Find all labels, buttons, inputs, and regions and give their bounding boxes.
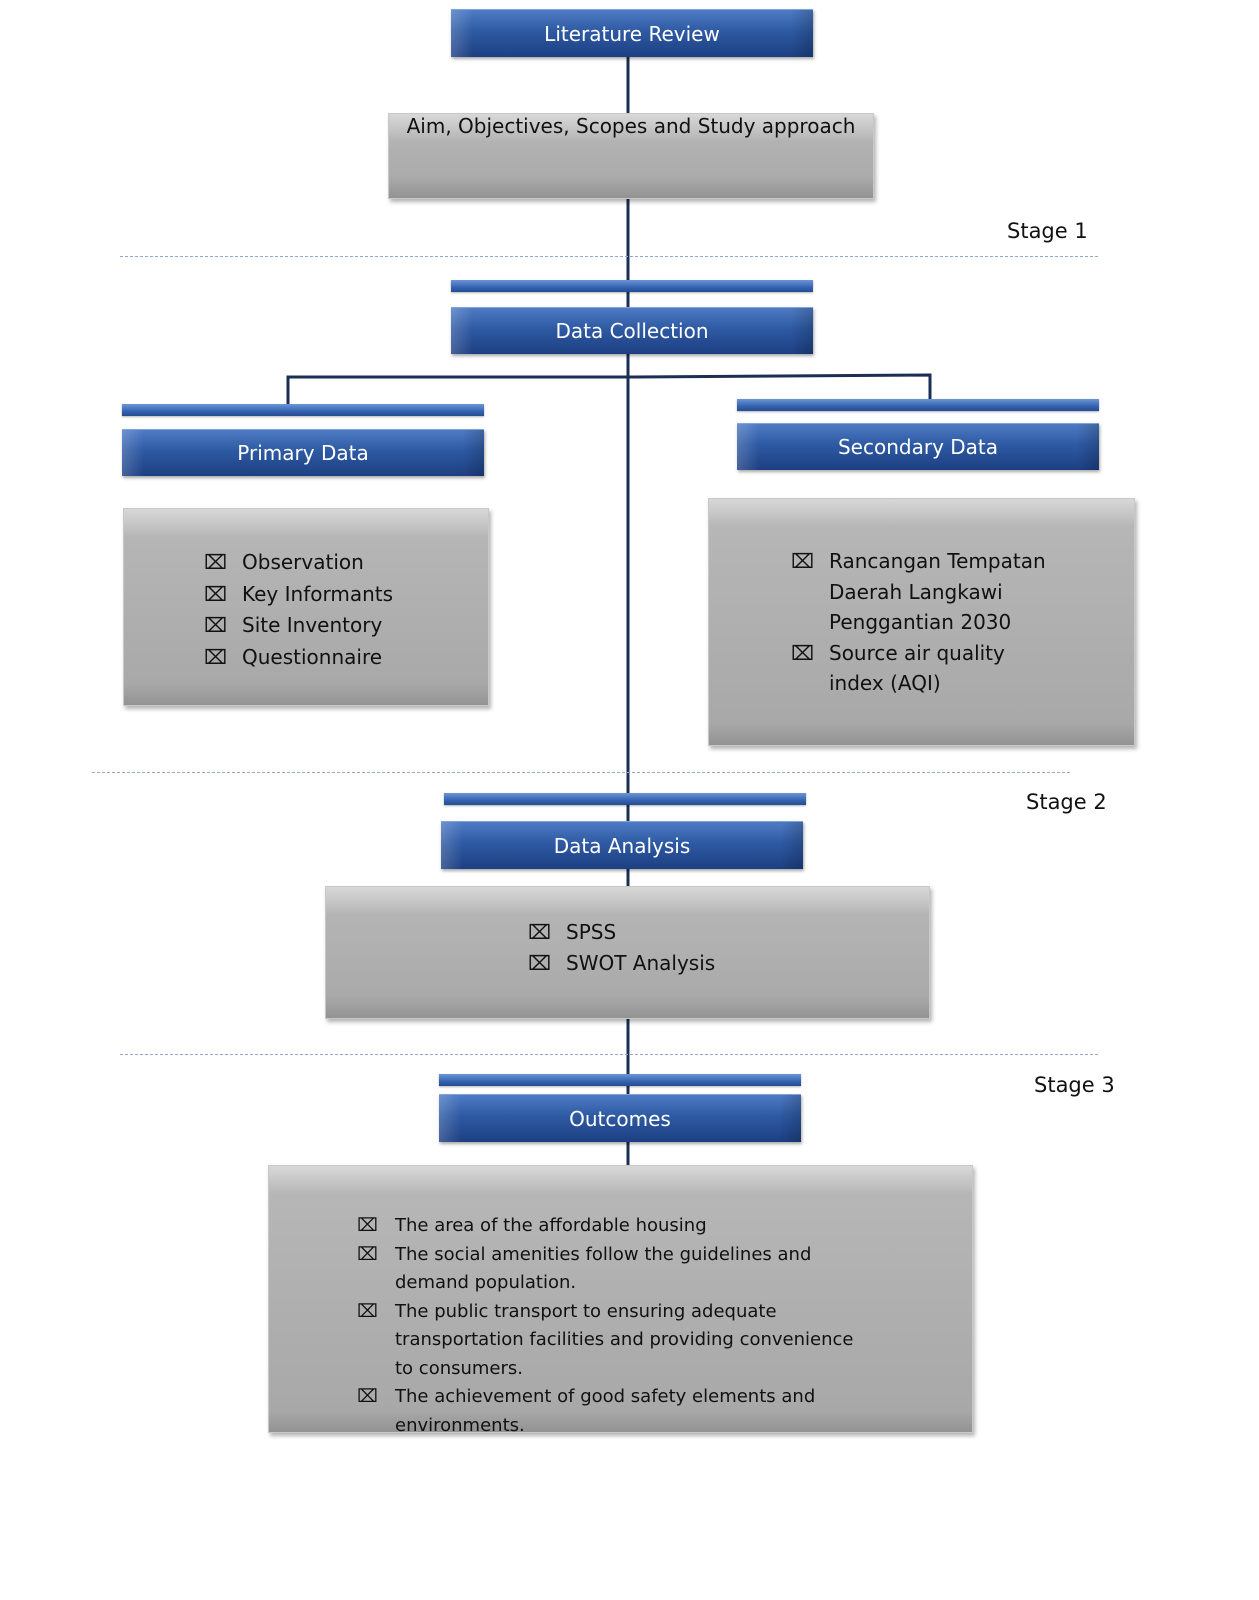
list-item: ⌧The achievement of good safety elements… bbox=[357, 1383, 877, 1440]
aim-objectives-box: Aim, Objectives, Scopes and Study approa… bbox=[388, 113, 874, 199]
stage-3-label: Stage 3 bbox=[1034, 1073, 1115, 1097]
stage-divider-3 bbox=[120, 1054, 1098, 1055]
outcomes-box: Outcomes bbox=[439, 1094, 801, 1142]
list-item: ⌧The social amenities follow the guideli… bbox=[357, 1241, 877, 1298]
branch-to-secondary bbox=[627, 373, 932, 400]
list-item: ⌧The area of the affordable housing bbox=[357, 1212, 877, 1241]
outcomes-strip bbox=[439, 1074, 801, 1086]
primary-data-label: Primary Data bbox=[237, 441, 369, 465]
outcomes-list: ⌧The area of the affordable housing ⌧The… bbox=[357, 1212, 877, 1440]
list-item: ⌧Key Informants bbox=[204, 579, 393, 611]
bullet-icon: ⌧ bbox=[357, 1300, 378, 1322]
bullet-icon: ⌧ bbox=[528, 920, 552, 944]
data-analysis-strip bbox=[444, 793, 806, 805]
bullet-icon: ⌧ bbox=[357, 1215, 378, 1236]
secondary-data-label: Secondary Data bbox=[837, 435, 999, 459]
outcomes-label: Outcomes bbox=[569, 1106, 671, 1131]
literature-review-box: Literature Review bbox=[451, 9, 813, 57]
secondary-data-list: ⌧Rancangan Tempatan Daerah Langkawi Peng… bbox=[791, 546, 1051, 699]
stage-1-label: Stage 1 bbox=[1007, 219, 1088, 243]
data-collection-box: Data Collection bbox=[451, 307, 813, 354]
primary-data-strip bbox=[122, 404, 484, 416]
bullet-icon: ⌧ bbox=[204, 581, 228, 606]
bullet-icon: ⌧ bbox=[528, 951, 552, 975]
primary-data-box: Primary Data bbox=[122, 429, 484, 476]
bullet-icon: ⌧ bbox=[204, 644, 228, 669]
list-item: ⌧Questionnaire bbox=[204, 642, 393, 674]
list-item: ⌧The public transport to ensuring adequa… bbox=[357, 1298, 877, 1384]
data-analysis-label: Data Analysis bbox=[553, 833, 691, 858]
aim-objectives-label: Aim, Objectives, Scopes and Study approa… bbox=[406, 114, 856, 138]
secondary-data-box: Secondary Data bbox=[737, 423, 1099, 470]
list-item: ⌧Rancangan Tempatan Daerah Langkawi Peng… bbox=[791, 546, 1051, 638]
branch-to-primary bbox=[286, 375, 628, 404]
list-item: ⌧SPSS bbox=[528, 917, 715, 948]
primary-data-list: ⌧Observation ⌧Key Informants ⌧Site Inven… bbox=[204, 547, 393, 673]
list-item: ⌧Site Inventory bbox=[204, 610, 393, 642]
bullet-icon: ⌧ bbox=[791, 549, 815, 573]
data-collection-label: Data Collection bbox=[555, 319, 709, 343]
list-item: ⌧Observation bbox=[204, 547, 393, 579]
literature-review-label: Literature Review bbox=[544, 21, 720, 46]
primary-data-list-box: ⌧Observation ⌧Key Informants ⌧Site Inven… bbox=[123, 508, 489, 706]
list-item: ⌧SWOT Analysis bbox=[528, 948, 715, 979]
stage-divider-1 bbox=[120, 256, 1098, 257]
data-analysis-box: Data Analysis bbox=[441, 821, 803, 869]
bullet-icon: ⌧ bbox=[204, 613, 228, 637]
stage-divider-2 bbox=[92, 772, 1070, 773]
stage-2-label: Stage 2 bbox=[1026, 790, 1107, 814]
bullet-icon: ⌧ bbox=[791, 640, 815, 665]
data-analysis-list-box: ⌧SPSS ⌧SWOT Analysis bbox=[325, 886, 930, 1019]
list-item: ⌧Source air quality index (AQI) bbox=[791, 638, 1051, 699]
outcomes-list-box: ⌧The area of the affordable housing ⌧The… bbox=[268, 1165, 973, 1436]
secondary-data-strip bbox=[737, 399, 1099, 411]
bullet-icon: ⌧ bbox=[204, 550, 228, 574]
bullet-icon: ⌧ bbox=[357, 1243, 378, 1265]
data-analysis-list: ⌧SPSS ⌧SWOT Analysis bbox=[528, 917, 715, 979]
secondary-data-list-box: ⌧Rancangan Tempatan Daerah Langkawi Peng… bbox=[708, 498, 1135, 746]
data-collection-strip bbox=[451, 280, 813, 292]
bullet-icon: ⌧ bbox=[357, 1386, 378, 1407]
